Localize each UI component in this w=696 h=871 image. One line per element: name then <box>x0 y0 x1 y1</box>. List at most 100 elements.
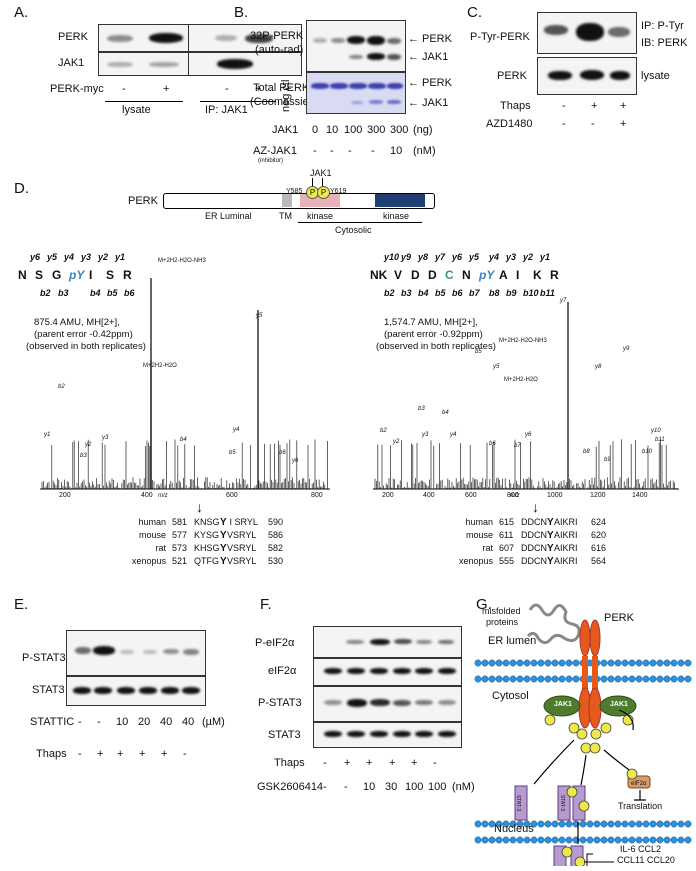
right-peak-label-b3: b3 <box>418 406 425 412</box>
phospho-sites <box>544 714 634 754</box>
panel-e-stattic-val-3: 10 <box>116 716 129 728</box>
right-tick-800: 800 <box>507 492 519 499</box>
right-tick-400: 400 <box>423 492 435 499</box>
right-peak-label-b2: b2 <box>380 428 387 434</box>
left-y-ion-4: y3 <box>81 252 92 262</box>
left-tick-600: 600 <box>226 492 238 499</box>
panel-e-thaps-sign-5: + <box>161 748 168 760</box>
panel-e-stattic-val-5: 40 <box>160 716 173 728</box>
panel-d-letter: D. <box>14 180 29 197</box>
panel-d-jak1-arrow-2 <box>322 178 323 187</box>
panel-b-jak1-val-5: 300 <box>390 124 409 136</box>
left-b-ion-2: b3 <box>58 288 69 298</box>
panel-b-az-val-4: - <box>371 145 375 157</box>
panel-e-stattic-val-2: - <box>97 716 101 728</box>
g-cytosol-label: Cytosol <box>492 690 529 702</box>
panel-a-sign-3: - <box>225 83 229 95</box>
panel-e-pstat3-label: P-STAT3 <box>22 652 66 664</box>
panel-f-thaps-sign-2: + <box>344 757 351 769</box>
panel-b-coomassie-blot <box>306 72 406 114</box>
panel-f-pstat3-blot <box>313 686 462 722</box>
panel-a-sign-1: - <box>122 83 126 95</box>
left-peak-label-y1: y1 <box>44 432 51 438</box>
g-nucleus-label: Nucleus <box>494 823 534 835</box>
right-b-ion-1: b2 <box>384 288 395 298</box>
panel-b-jak1-unit: (ng) <box>413 124 433 136</box>
panel-a-sign-5: + <box>285 83 292 95</box>
g-stat3-label-1: STAT-3 <box>515 794 522 812</box>
gene-arrow <box>584 853 614 866</box>
panel-c-azd-label: AZD1480 <box>486 118 533 130</box>
panel-c-thaps-sign-1: - <box>562 100 566 112</box>
panel-b-az-val-1: - <box>313 145 317 157</box>
right-tick-1200: 1200 <box>590 492 606 499</box>
panel-c-azd-sign-2: - <box>591 118 595 130</box>
g-jak1-label-right: JAK1 <box>610 701 628 708</box>
left-peak-label-b3: b3 <box>80 453 87 459</box>
panel-d-perk-label: PERK <box>128 195 158 207</box>
right-peak-label-b5: b5 <box>475 349 482 355</box>
left-peak-label-b5: b5 <box>229 450 236 456</box>
panel-f-gsk-unit: (nM) <box>452 781 475 793</box>
right-tick-600: 600 <box>465 492 477 499</box>
panel-d-kinase-label-1: kinase <box>307 211 334 221</box>
left-y-ion-2: y5 <box>47 252 58 262</box>
right-peak-label-y3: y3 <box>422 432 429 438</box>
panel-f-gsk-val-3: 10 <box>363 781 376 793</box>
panel-f-gsk-val-1: - <box>323 781 327 793</box>
panel-d-right-mass-3: (observed in both replicates) <box>376 341 496 352</box>
g-translation-label: Translation <box>618 801 663 811</box>
right-tick-1000: 1000 <box>547 492 563 499</box>
left-y-ion-6: y1 <box>115 252 126 262</box>
left-res-4: pY <box>69 268 85 282</box>
panel-b-az-val-3: - <box>348 145 352 157</box>
arrow-to-stat3-1 <box>533 739 575 785</box>
right-b-ion-2: b3 <box>401 288 412 298</box>
panel-d-er-luminal-label: ER Luminal <box>205 211 252 221</box>
left-peak-label-y4: y4 <box>233 427 240 433</box>
panel-a-blot-perk-lysate <box>98 24 190 52</box>
panel-c-perk-blot <box>537 57 637 95</box>
panel-d-perk-domain-bar <box>163 193 435 209</box>
panel-d-kinase-domain-2 <box>375 194 425 207</box>
panel-f-stat3-label: STAT3 <box>268 729 301 741</box>
panel-d-left-spectrum: M+2H2-H2O-NH3 M+2H2-H2O y1 b2 y2 b3 y3 b… <box>30 258 340 500</box>
panel-a-ip-bracket <box>200 101 276 102</box>
left-res-2: S <box>35 268 44 282</box>
right-peak-label-y5: y5 <box>493 364 500 370</box>
panel-d-right-mz: m/z <box>510 493 520 499</box>
panel-e-thaps-sign-2: + <box>97 748 104 760</box>
panel-b-coom-label-1: Total PERK <box>253 82 310 94</box>
panel-b-az-sub: (inhibitor) <box>258 158 284 164</box>
panel-a-blot-perk-ip <box>188 24 302 52</box>
right-res-2: V <box>394 268 403 282</box>
left-b-ion-4: b5 <box>107 288 118 298</box>
right-peak-label-y8: y8 <box>595 364 602 370</box>
right-peak-label-b6: b6 <box>489 441 496 447</box>
right-b-ion-6: b7 <box>469 288 480 298</box>
left-peak-label-y3: y3 <box>102 435 109 441</box>
panel-e-thaps-label: Thaps <box>36 748 67 760</box>
panel-c-thaps-sign-3: + <box>620 100 627 112</box>
left-b-ion-3: b4 <box>90 288 101 298</box>
panel-d-jak1-arrow-1 <box>312 178 313 187</box>
panel-d-right-down-arrow: ↓ <box>532 499 539 515</box>
panel-f-stat3-blot <box>313 722 462 748</box>
right-y-ion-2: y9 <box>401 252 412 262</box>
left-spectrum-svg <box>40 278 330 490</box>
panel-c-thaps-sign-2: + <box>591 100 598 112</box>
nuclear-membrane <box>474 820 692 844</box>
panel-d-phospho-y619: P <box>317 186 330 199</box>
panel-c-letter: C. <box>467 4 482 21</box>
right-peak-label-y7: y7 <box>560 298 567 304</box>
panel-g-letter: G. <box>476 596 492 613</box>
nuclear-stat3-phospho-2 <box>574 856 586 868</box>
right-peak-label-y2: y2 <box>393 439 400 445</box>
right-peak-label-b10: b10 <box>642 449 653 455</box>
panel-e-thaps-sign-1: - <box>78 748 82 760</box>
left-y-ion-3: y4 <box>64 252 75 262</box>
jak1-left <box>543 695 581 717</box>
right-res-4: D <box>428 268 437 282</box>
